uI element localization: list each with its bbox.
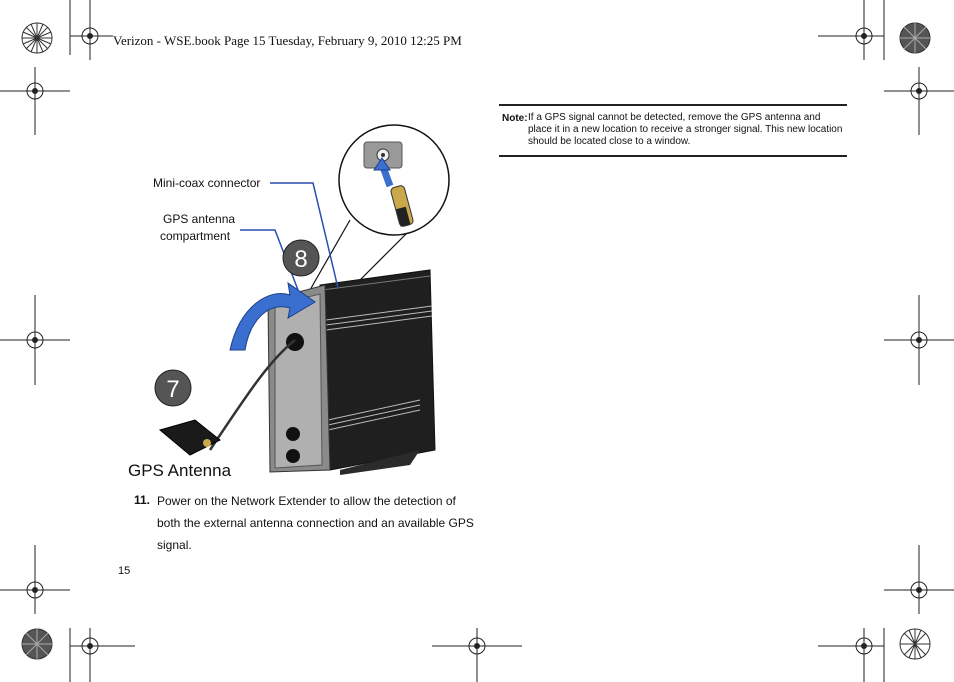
label-mini-coax: Mini-coax connector [153, 176, 261, 190]
antenna-cable [208, 339, 296, 451]
connector-leader-line [270, 182, 339, 289]
label-gps-compartment-2: compartment [160, 229, 231, 243]
note-text: If a GPS signal cannot be detected, remo… [528, 112, 843, 147]
insert-antenna-arrow-icon [229, 281, 316, 351]
note-box: Note: If a GPS signal cannot be detected… [499, 104, 847, 157]
figure-caption: GPS Antenna [128, 461, 232, 480]
step-badge-8 [282, 239, 320, 277]
step-text: Power on the Network Extender to allow t… [157, 494, 474, 552]
step-badge-8-text: 8 [294, 246, 307, 273]
network-extender-device [319, 269, 436, 471]
step-number: 11. [134, 493, 151, 507]
running-head: Verizon - WSE.book Page 15 Tuesday, Febr… [113, 33, 462, 48]
label-gps-compartment-1: GPS antenna [163, 212, 236, 226]
step-badge-7 [154, 369, 192, 407]
note-label: Note: [502, 113, 528, 124]
gps-antenna-figure: 8 7 [154, 124, 450, 475]
step-badge-7-text: 7 [166, 376, 179, 403]
page-number: 15 [118, 565, 131, 577]
insert-arrow-icon [373, 157, 391, 171]
